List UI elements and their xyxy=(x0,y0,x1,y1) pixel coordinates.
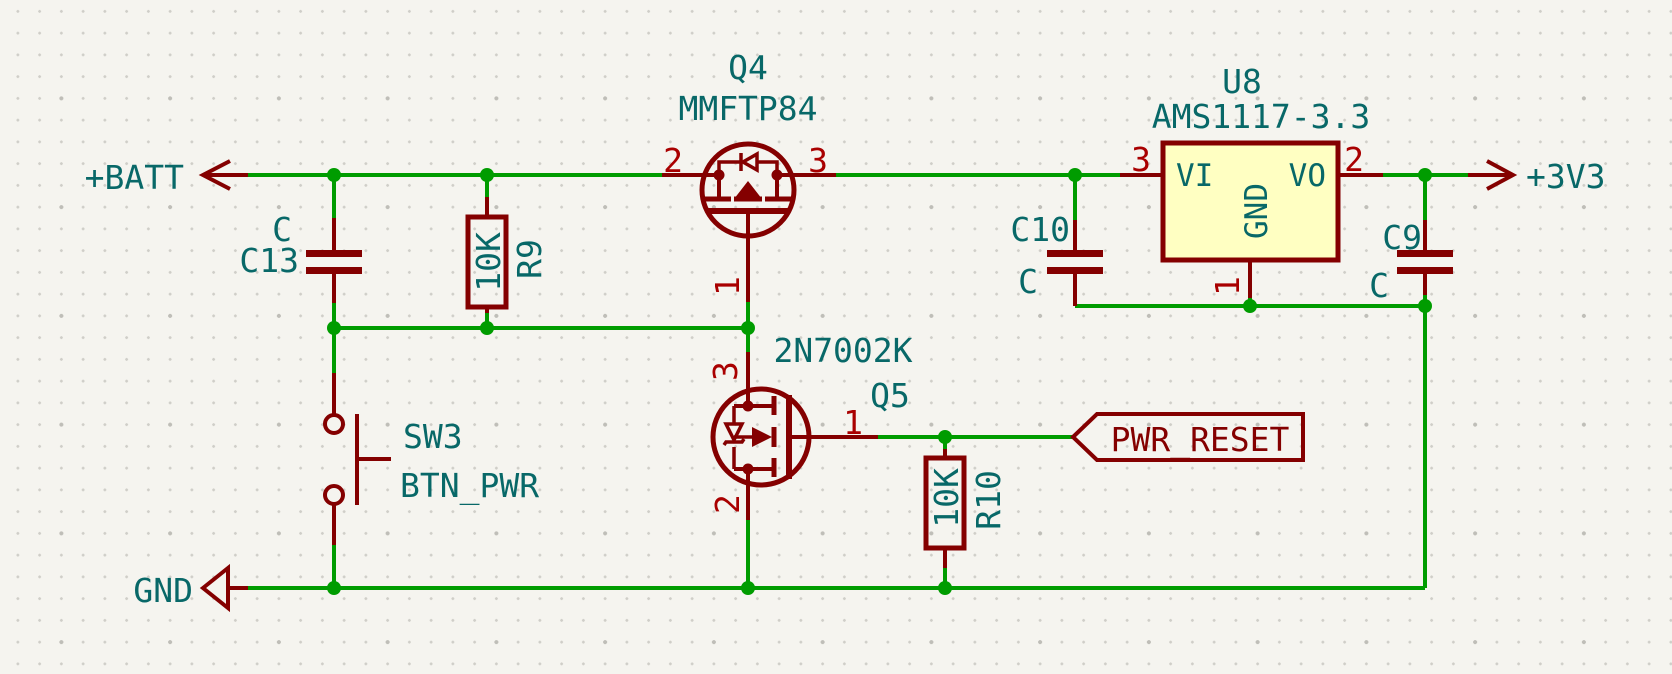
mosfet-q5[interactable]: 3 2 1 2N7002K Q5 xyxy=(706,331,913,520)
junction-dot xyxy=(480,168,494,182)
sw3-value[interactable]: BTN_PWR xyxy=(400,466,539,506)
sw3-ref[interactable]: SW3 xyxy=(403,417,463,456)
c13-ref[interactable]: C13 xyxy=(239,241,299,280)
junction-dot xyxy=(741,321,755,335)
r9-value[interactable]: 10K xyxy=(469,232,508,292)
global-label-pwr-reset[interactable]: PWR_RESET xyxy=(1070,412,1305,462)
u8-value[interactable]: AMS1117-3.3 xyxy=(1152,97,1371,136)
pwr-reset-label[interactable]: PWR_RESET xyxy=(1111,420,1290,460)
junction-dot xyxy=(327,581,341,595)
junction-dot xyxy=(327,168,341,182)
q4-pin2-number: 2 xyxy=(663,141,683,180)
q4-value[interactable]: MMFTP84 xyxy=(678,89,817,128)
capacitor-c13[interactable]: C C13 xyxy=(239,210,362,303)
batt-label[interactable]: +BATT xyxy=(85,158,184,197)
q5-pin1-number: 1 xyxy=(843,403,863,442)
mosfet-q4[interactable]: 2 3 1 Q4 MMFTP84 xyxy=(662,48,836,302)
junction-dot xyxy=(938,581,952,595)
regulator-u8[interactable]: VI VO GND 3 2 1 U8 AMS1117-3.3 xyxy=(1120,62,1383,298)
c9-ref[interactable]: C9 xyxy=(1382,218,1422,257)
q5-pin3-number: 3 xyxy=(706,361,745,381)
batt-arrow-icon xyxy=(198,159,231,191)
q5-diode-zener-bar xyxy=(722,438,746,446)
junction-dot xyxy=(938,430,952,444)
r9-body xyxy=(465,214,509,310)
u8-pin2-number: 2 xyxy=(1344,140,1364,179)
junction-dot xyxy=(1418,299,1432,313)
power-port-gnd[interactable]: GND xyxy=(133,563,248,613)
sw3-contact-bottom xyxy=(323,484,345,506)
power-port-batt[interactable]: +BATT xyxy=(85,158,248,197)
q4-contact-verticals xyxy=(717,175,779,199)
junction-dot xyxy=(1418,168,1432,182)
junction-dot xyxy=(327,321,341,335)
gnd-label[interactable]: GND xyxy=(133,571,193,610)
q4-ref[interactable]: Q4 xyxy=(728,48,768,87)
u8-ref[interactable]: U8 xyxy=(1222,62,1262,101)
q5-substrate-arrow xyxy=(752,427,772,447)
q5-diode-triangle xyxy=(723,422,745,444)
q5-ref[interactable]: Q5 xyxy=(870,376,910,415)
u8-pin-name-gnd: GND xyxy=(1239,183,1275,239)
c9-value[interactable]: C xyxy=(1369,266,1389,305)
r10-body xyxy=(923,455,967,551)
v3v3-arrow-icon xyxy=(1486,159,1518,191)
q4-substrate-arrow xyxy=(734,181,762,199)
resistor-r10[interactable]: 10K R10 xyxy=(923,449,1008,568)
r9-ref[interactable]: R9 xyxy=(510,239,549,279)
u8-pin3-number: 3 xyxy=(1131,140,1151,179)
q5-value[interactable]: 2N7002K xyxy=(773,331,912,370)
q4-body-diode-rail xyxy=(717,160,779,175)
v3v3-label[interactable]: +3V3 xyxy=(1526,157,1605,196)
u8-body xyxy=(1160,140,1341,263)
sw3-contact-top xyxy=(323,413,345,435)
r10-value[interactable]: 10K xyxy=(927,468,966,528)
q5-contact-horizontals xyxy=(734,404,772,471)
resistor-r9[interactable]: 10K R9 xyxy=(465,197,549,313)
c10-ref[interactable]: C10 xyxy=(1010,210,1070,249)
r10-ref[interactable]: R10 xyxy=(969,470,1008,530)
q4-pin3-number: 3 xyxy=(808,141,828,180)
junction-dot xyxy=(1068,168,1082,182)
junction-dots xyxy=(327,168,1432,595)
q4-pin1-number: 1 xyxy=(708,276,747,296)
q5-pin2-number: 2 xyxy=(708,494,747,514)
switch-sw3[interactable]: SW3 BTN_PWR xyxy=(323,373,539,545)
power-port-3v3[interactable]: +3V3 xyxy=(1468,157,1605,196)
c13-value[interactable]: C xyxy=(272,210,292,249)
junction-dot xyxy=(1243,299,1257,313)
capacitor-c10[interactable]: C10 C xyxy=(1010,210,1103,306)
u8-pin1-number: 1 xyxy=(1208,276,1247,296)
u8-pin-name-vi: VI xyxy=(1176,158,1213,194)
pwr-reset-outline xyxy=(1070,412,1305,462)
junction-dot xyxy=(480,321,494,335)
gnd-triangle-icon xyxy=(199,563,230,613)
junction-dot xyxy=(741,581,755,595)
u8-pin-name-vo: VO xyxy=(1289,158,1326,194)
capacitor-c9[interactable]: C9 C xyxy=(1369,218,1453,305)
c10-value[interactable]: C xyxy=(1018,262,1038,301)
q4-diode-triangle xyxy=(739,150,759,174)
